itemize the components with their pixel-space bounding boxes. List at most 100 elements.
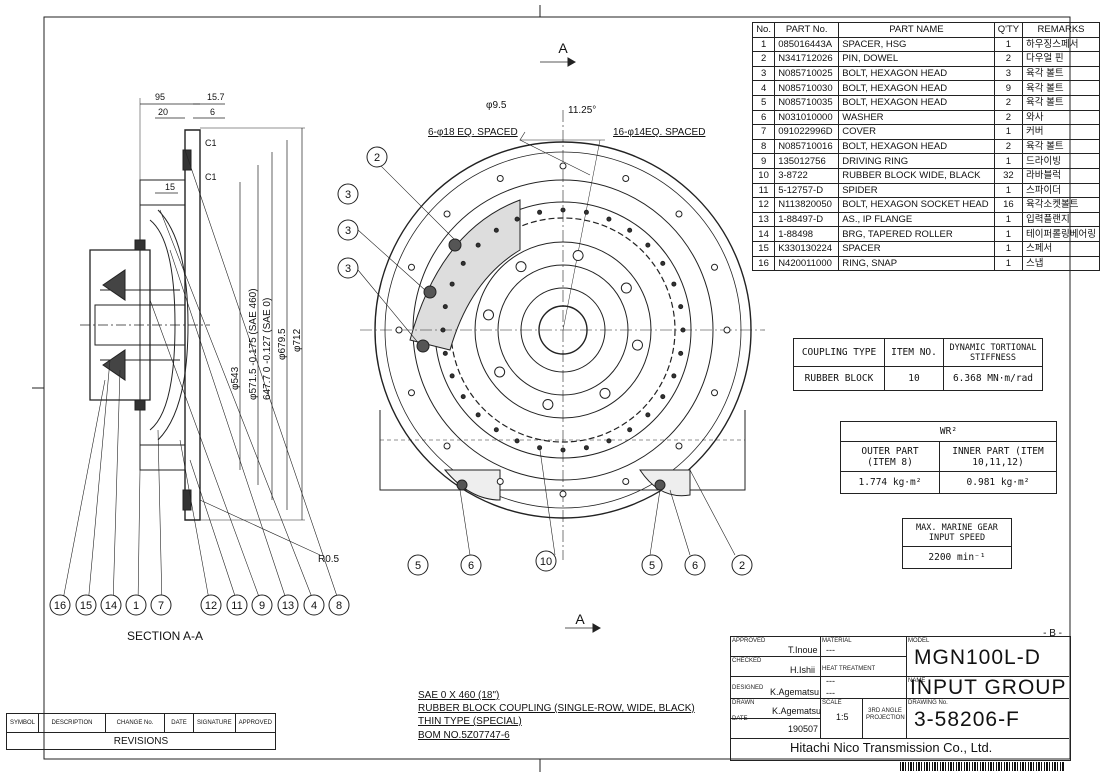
section-balloon: 16 xyxy=(54,600,66,612)
part-number: N085710030 xyxy=(774,80,840,96)
bolt-hole xyxy=(416,339,430,353)
description-line-1: SAE 0 X 460 (18") xyxy=(418,690,500,701)
speed-value: 2200 min⁻¹ xyxy=(902,546,1012,569)
part-number: 1-88498 xyxy=(774,226,840,242)
bolt-hole xyxy=(493,227,499,233)
section-balloon-circle xyxy=(49,594,71,616)
approved-by: T.Inoue xyxy=(788,645,818,655)
date-label: DATE xyxy=(732,716,748,722)
projection-note: 3RD ANGLE PROJECTION xyxy=(866,708,905,721)
note-16-holes: 16-φ14EQ. SPACED xyxy=(613,127,705,138)
dim-647-7: 647.7 0 -0.127 (SAE 0) xyxy=(262,298,273,400)
front-balloon-circle xyxy=(337,219,359,241)
part-number: N031010000 xyxy=(774,109,840,126)
bolt-holes xyxy=(395,162,731,498)
bolt-hole xyxy=(723,326,731,334)
heat-value: --- xyxy=(826,676,835,686)
heat-label: HEAT TREATMENT xyxy=(822,666,876,672)
dim-c1-b: C1 xyxy=(205,172,217,182)
part-qty: 2 xyxy=(993,94,1024,111)
part-name: SPIDER xyxy=(838,182,995,199)
part-number: 085016443A xyxy=(774,36,840,53)
part-item-no: 13 xyxy=(751,211,776,228)
section-balloon: 1 xyxy=(133,600,139,612)
front-balloon: 2 xyxy=(374,152,380,164)
bolt-hole xyxy=(572,250,584,262)
part-remarks: 육각 볼트 xyxy=(1022,80,1100,96)
section-balloon: 14 xyxy=(105,600,117,612)
part-qty: 9 xyxy=(993,80,1024,96)
section-balloon: 11 xyxy=(231,600,242,612)
rev-change-header: CHANGE No. xyxy=(105,713,166,733)
dim-hole-9-5: φ9.5 xyxy=(486,100,507,111)
dim-571-5: φ571.5 -0.175 (SAE 460) xyxy=(248,288,259,400)
part-number: 5-12757-D xyxy=(774,182,840,199)
part-remarks: 육각 볼트 xyxy=(1022,138,1100,155)
wr2-title: WR² xyxy=(840,421,1057,442)
part-remarks: 드라이빙 xyxy=(1022,153,1100,169)
rev-date-header: DATE xyxy=(164,713,195,733)
bolt-hole xyxy=(542,398,554,410)
part-number: N085710016 xyxy=(774,138,840,155)
bolt-hole xyxy=(645,242,651,248)
front-balloon-circle xyxy=(337,183,359,205)
section-balloon: 9 xyxy=(259,600,265,612)
drawing-no-label: DRAWING No. xyxy=(908,700,948,706)
revisions-footer: REVISIONS xyxy=(6,732,276,750)
checked-label: CHECKED xyxy=(732,658,762,664)
bolt-hole xyxy=(475,412,481,418)
part-item-no: 10 xyxy=(751,167,776,184)
coupling-type-header: COUPLING TYPE xyxy=(793,338,885,367)
front-balloon-circle xyxy=(366,146,388,168)
model-label: MODEL xyxy=(908,638,930,644)
designed-by: K.Agematsu xyxy=(770,687,820,697)
header-remarks: REMARKS xyxy=(1022,22,1100,38)
part-qty: 2 xyxy=(993,109,1024,126)
part-name: RING, SNAP xyxy=(838,255,995,272)
drawing-no-value: 3-58206-F xyxy=(914,708,1020,731)
part-remarks: 육각 볼트 xyxy=(1022,94,1100,111)
bolt-hole xyxy=(622,478,630,486)
barcode xyxy=(900,762,1065,771)
bolt-hole xyxy=(514,438,520,444)
note-6-holes: 6-φ18 EQ. SPACED xyxy=(428,127,518,138)
part-qty: 2 xyxy=(993,51,1024,67)
section-balloon-circle xyxy=(100,594,122,616)
name-label: NAME xyxy=(908,678,926,684)
front-balloon-circle xyxy=(684,554,706,576)
part-item-no: 3 xyxy=(751,65,776,82)
item-no-value: 10 xyxy=(884,366,944,391)
item-no-header: ITEM NO. xyxy=(884,338,944,367)
speed-header: MAX. MARINE GEAR INPUT SPEED xyxy=(902,518,1012,547)
section-balloon-circle xyxy=(251,594,273,616)
outer-part-header: OUTER PART (ITEM 8) xyxy=(840,441,940,472)
header-no: No. xyxy=(751,22,776,38)
section-title: SECTION A-A xyxy=(127,629,203,643)
part-number: N341712026 xyxy=(774,51,840,67)
part-remarks: 테이퍼롤링베어링 xyxy=(1022,226,1100,242)
description-line-2: RUBBER BLOCK COUPLING (SINGLE-ROW, WIDE,… xyxy=(418,703,695,714)
part-qty: 1 xyxy=(993,240,1024,257)
bolt-hole xyxy=(496,174,504,182)
dim-c1-a: C1 xyxy=(205,138,217,148)
front-balloon-circle xyxy=(535,550,557,572)
bolt-hole xyxy=(440,327,446,333)
dim-20: 20 xyxy=(158,107,168,117)
rev-approved-header: APPROVED xyxy=(234,713,276,733)
part-number: N420011000 xyxy=(774,255,840,272)
part-number: N113820050 xyxy=(774,197,840,213)
bolt-hole xyxy=(660,394,666,400)
bolt-hole xyxy=(443,442,451,450)
front-balloon: 6 xyxy=(692,560,698,572)
part-remarks: 커버 xyxy=(1022,124,1100,140)
part-name: PIN, DOWEL xyxy=(838,51,995,67)
outer-part-value: 1.774 kg·m² xyxy=(840,471,940,494)
part-name: WASHER xyxy=(838,109,995,126)
part-item-no: 6 xyxy=(751,109,776,126)
